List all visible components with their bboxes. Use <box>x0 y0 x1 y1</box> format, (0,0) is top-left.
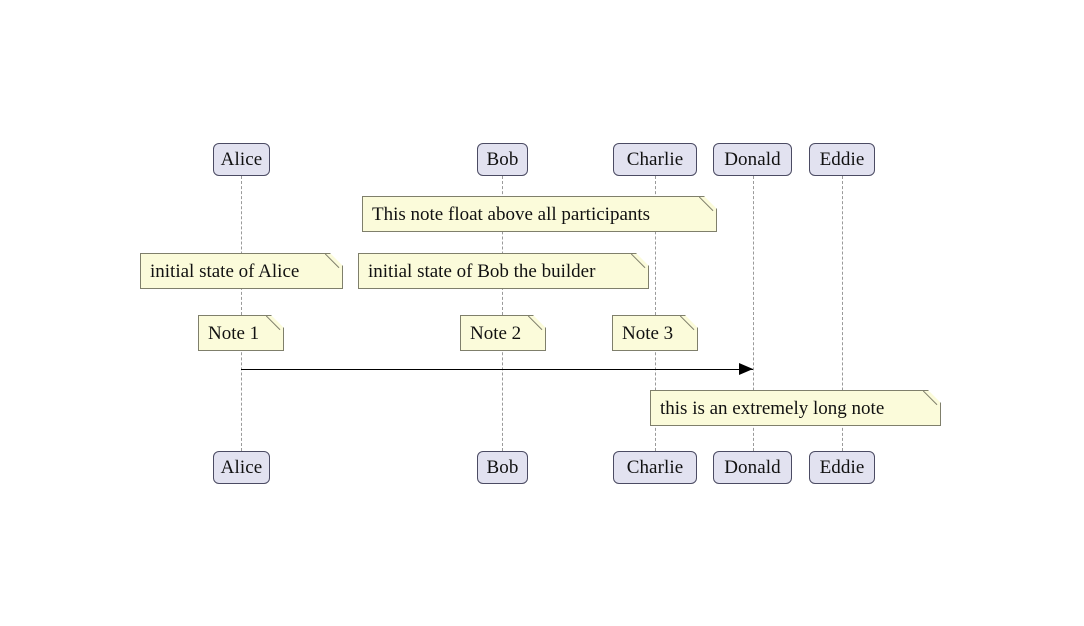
note-fold-corner-icon <box>533 315 546 328</box>
participant-footer-donald[interactable]: Donald <box>713 451 792 484</box>
note-initial-state-bob[interactable]: initial state of Bob the builder <box>358 253 649 289</box>
note-fold-corner-icon <box>330 253 343 266</box>
participant-header-bob[interactable]: Bob <box>477 143 528 176</box>
note-text: initial state of Alice <box>150 260 300 282</box>
note-text: This note float above all participants <box>372 203 651 225</box>
note-1[interactable]: Note 1 <box>198 315 284 351</box>
note-fold-corner-icon <box>636 253 649 266</box>
note-fold-corner-icon <box>704 196 717 209</box>
participant-header-donald[interactable]: Donald <box>713 143 792 176</box>
participant-label: Alice <box>220 149 263 170</box>
note-text: Note 1 <box>208 322 260 344</box>
note-3[interactable]: Note 3 <box>612 315 698 351</box>
note-initial-state-alice[interactable]: initial state of Alice <box>140 253 343 289</box>
note-text: Note 3 <box>622 322 674 344</box>
note-fold-corner-icon <box>928 390 941 403</box>
lifeline-donald <box>753 176 754 451</box>
note-fold-corner-icon <box>685 315 698 328</box>
note-fold-corner-icon <box>271 315 284 328</box>
note-over-all-participants[interactable]: This note float above all participants <box>362 196 717 232</box>
participant-header-eddie[interactable]: Eddie <box>809 143 875 176</box>
lifeline-alice <box>241 176 242 451</box>
participant-label: Charlie <box>626 149 684 170</box>
participant-footer-charlie[interactable]: Charlie <box>613 451 697 484</box>
participant-label: Bob <box>486 149 519 170</box>
note-extremely-long[interactable]: this is an extremely long note <box>650 390 941 426</box>
participant-label: Charlie <box>626 457 684 478</box>
participant-label: Bob <box>486 457 519 478</box>
participant-header-alice[interactable]: Alice <box>213 143 270 176</box>
note-text: this is an extremely long note <box>660 397 885 419</box>
participant-label: Alice <box>220 457 263 478</box>
lifeline-charlie <box>655 176 656 451</box>
participant-label: Eddie <box>819 149 865 170</box>
note-text: Note 2 <box>470 322 522 344</box>
message-arrowhead-icon <box>739 363 753 375</box>
participant-footer-eddie[interactable]: Eddie <box>809 451 875 484</box>
participant-footer-bob[interactable]: Bob <box>477 451 528 484</box>
lifeline-bob <box>502 176 503 451</box>
note-text: initial state of Bob the builder <box>368 260 596 282</box>
participant-header-charlie[interactable]: Charlie <box>613 143 697 176</box>
participant-label: Eddie <box>819 457 865 478</box>
message-line-alice-to-donald[interactable] <box>241 369 753 370</box>
participant-footer-alice[interactable]: Alice <box>213 451 270 484</box>
lifeline-eddie <box>842 176 843 451</box>
note-2[interactable]: Note 2 <box>460 315 546 351</box>
participant-label: Donald <box>724 149 781 170</box>
participant-label: Donald <box>724 457 781 478</box>
